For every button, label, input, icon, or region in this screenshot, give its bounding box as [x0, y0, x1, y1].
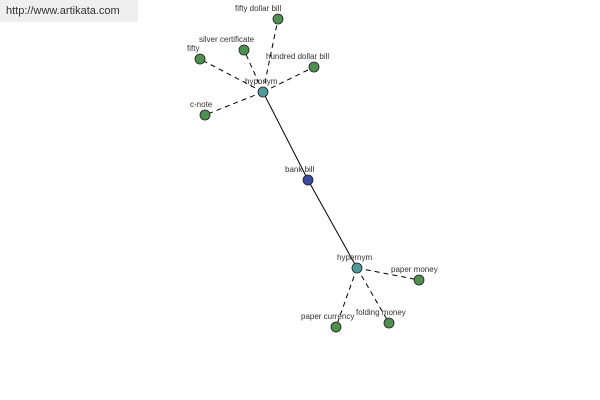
node-c-note[interactable]: [199, 109, 211, 121]
label-fifty-dollar-bill: fifty dollar bill: [235, 4, 281, 13]
label-c-note: c-note: [190, 100, 213, 109]
node-hundred-dollar-bill[interactable]: [308, 61, 320, 73]
url-banner[interactable]: http://www.artikata.com: [0, 0, 138, 22]
node-hypernym[interactable]: [351, 262, 363, 274]
edge-hyponym-fifty-dollar-bill: [262, 18, 279, 93]
edge-hyponym-hundred-dollar-bill: [262, 66, 315, 93]
edge-center-hyponym: [262, 91, 309, 181]
edge-hypernym-folding-money: [356, 267, 390, 324]
node-fifty-dollar-bill[interactable]: [272, 13, 284, 25]
label-bank-bill: bank bill: [285, 165, 315, 174]
node-fifty[interactable]: [194, 53, 206, 65]
node-folding-money[interactable]: [383, 317, 395, 329]
label-silver-certificate: silver certificate: [199, 35, 255, 44]
edge-hyponym-silver-certificate: [243, 49, 264, 93]
node-paper-currency[interactable]: [330, 321, 342, 333]
node-hyponym[interactable]: [257, 86, 269, 98]
label-paper-money: paper money: [391, 265, 438, 274]
label-folding-money: folding money: [356, 308, 406, 317]
edge-hypernym-paper-money: [356, 267, 420, 281]
edge-hypernym-paper-currency: [335, 267, 358, 328]
label-hypernym: hypernym: [337, 253, 372, 262]
label-hyponym: hyponym: [245, 77, 278, 86]
label-paper-currency: paper currency: [301, 312, 354, 321]
label-fifty: fifty: [187, 44, 199, 53]
url-text[interactable]: http://www.artikata.com: [6, 5, 120, 17]
node-paper-money[interactable]: [413, 274, 425, 286]
node-silver-certificate[interactable]: [238, 44, 250, 56]
edge-center-hypernym: [307, 179, 358, 269]
edge-hyponym-fifty: [199, 58, 264, 93]
label-hundred-dollar-bill: hundred dollar bill: [266, 52, 329, 61]
edge-hyponym-c-note: [204, 91, 264, 116]
node-bank-bill[interactable]: [302, 174, 314, 186]
